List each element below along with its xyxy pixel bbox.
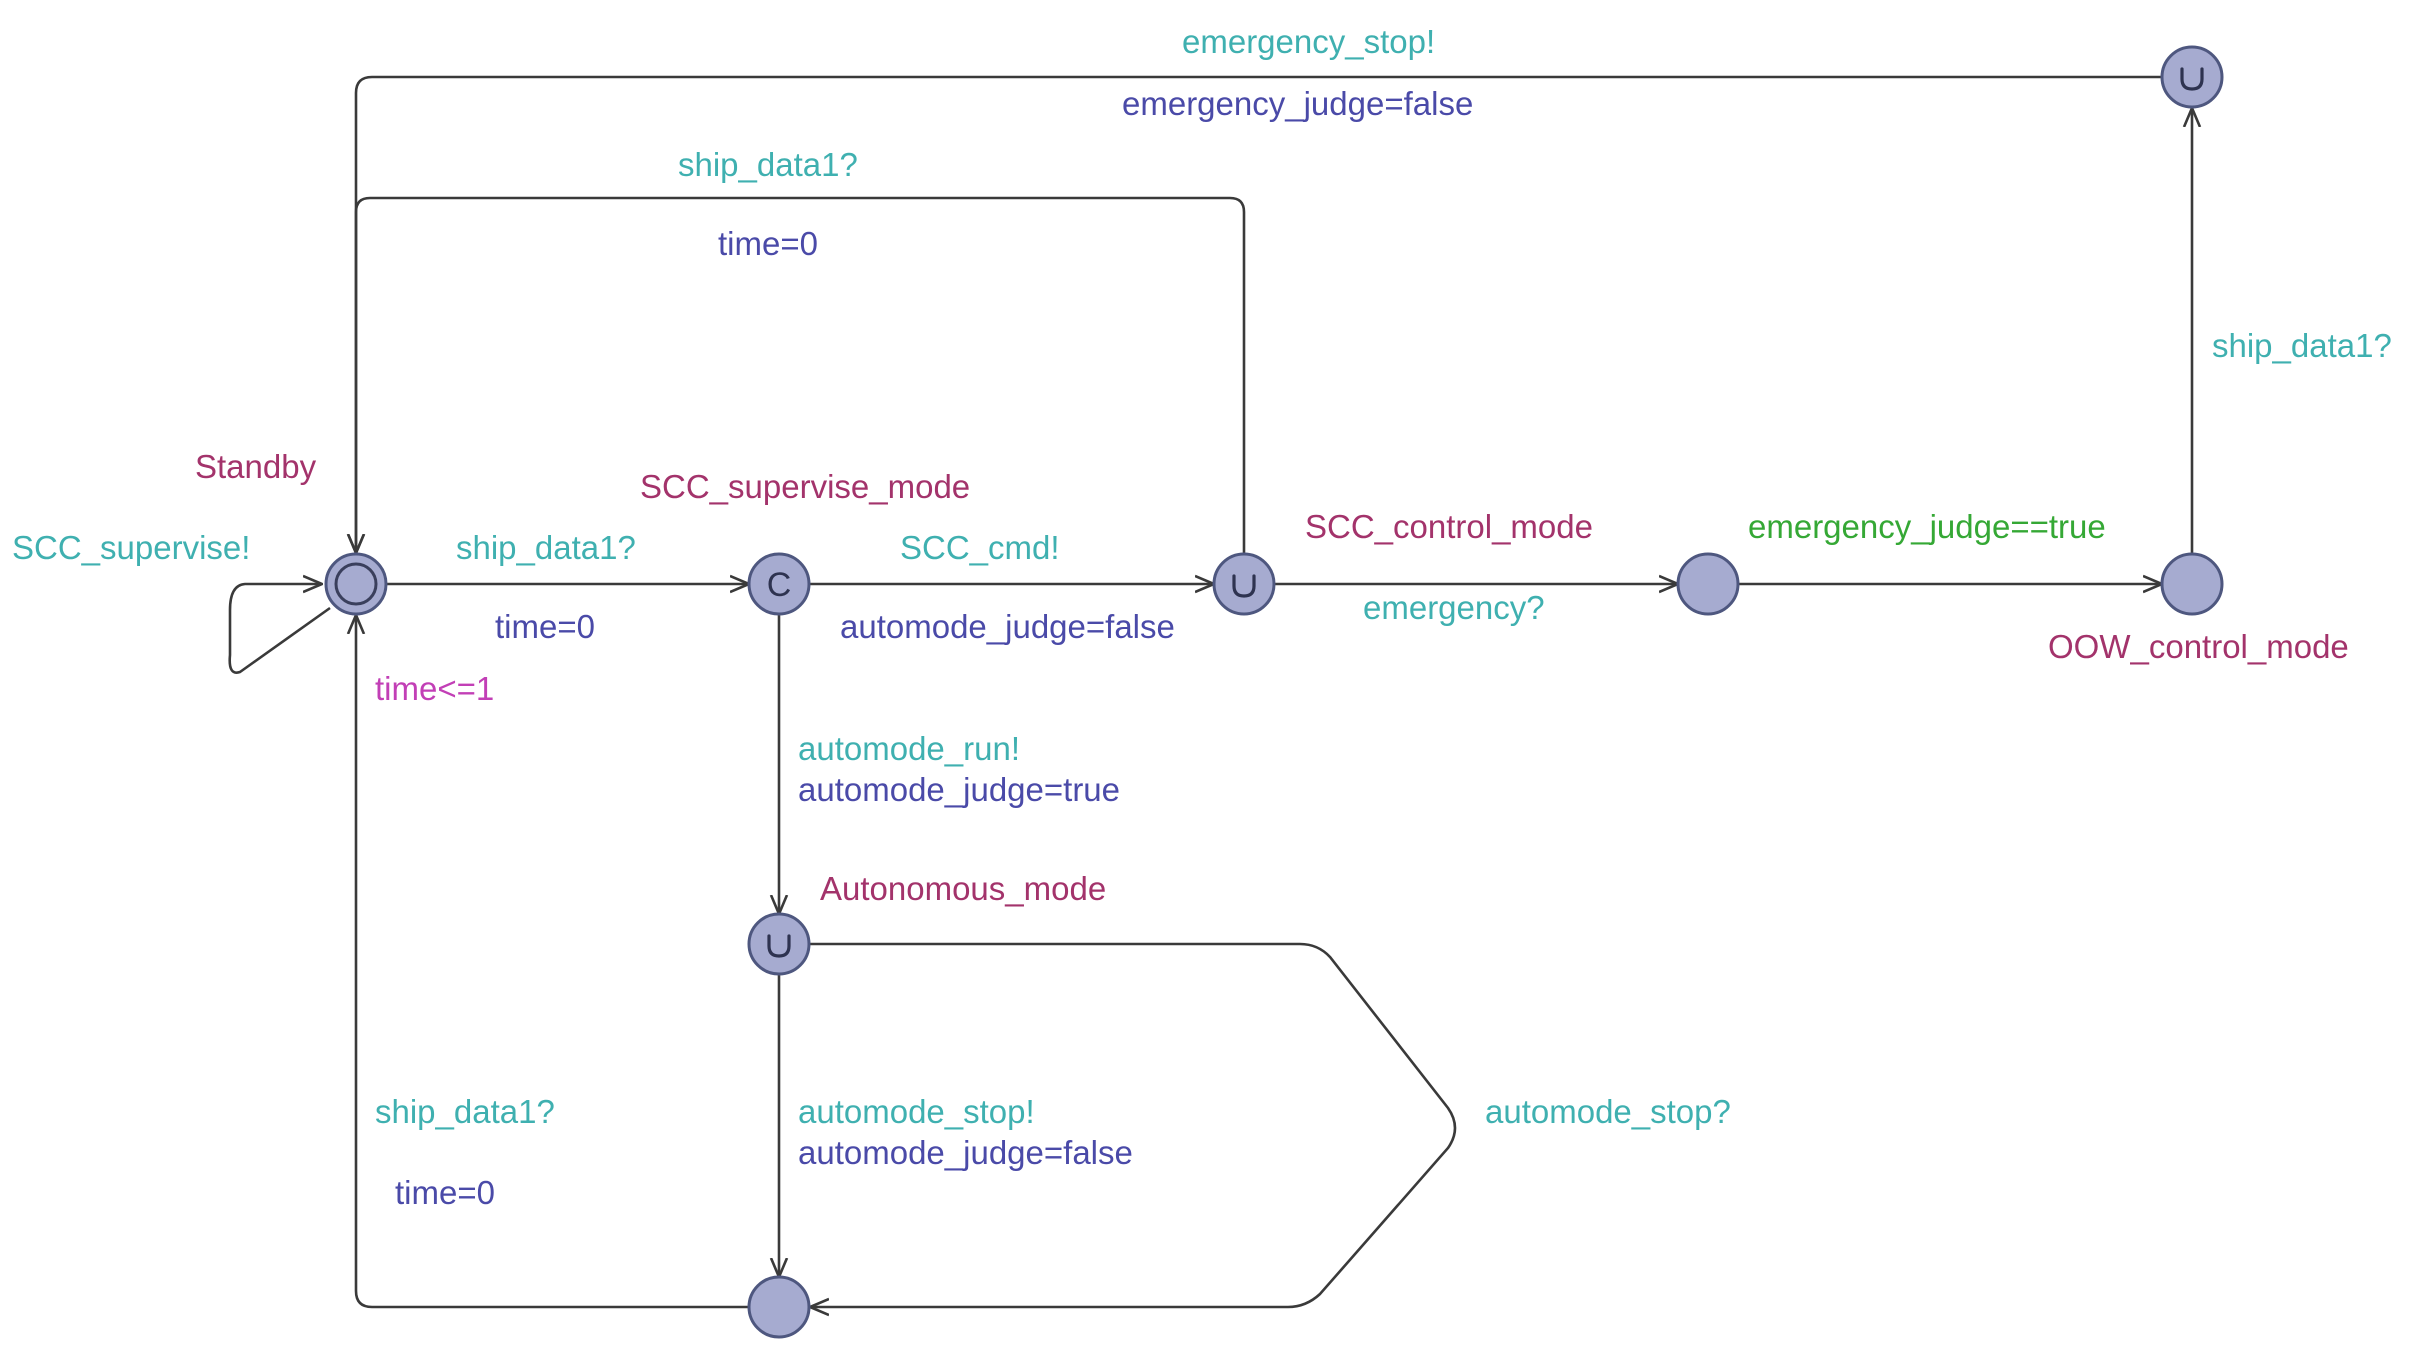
- urgent-marker: [767, 934, 791, 958]
- location-label-control: SCC_control_mode: [1305, 508, 1593, 545]
- location-circle: [2160, 45, 2224, 109]
- committed-marker: C: [767, 566, 792, 604]
- label-supervise-control-update: automode_judge=false: [840, 608, 1175, 645]
- location-circle: [747, 1275, 811, 1339]
- edge-top-to-standby: [356, 75, 2162, 553]
- invariant-standby: time<=1: [375, 670, 494, 707]
- location-circle: [1676, 552, 1740, 616]
- location-oow: [2160, 552, 2224, 616]
- location-circle: [747, 912, 811, 976]
- label-bottom-standby-update: time=0: [395, 1174, 495, 1211]
- label-wait-oow-guard: emergency_judge==true: [1748, 508, 2106, 545]
- label-auto-bottom-update: automode_judge=false: [798, 1134, 1133, 1171]
- labels: Standby SCC_supervise_mode SCC_control_m…: [12, 23, 2392, 1211]
- label-auto-bottom-sync: automode_stop!: [798, 1093, 1035, 1130]
- location-standby: [324, 552, 388, 616]
- location-label-standby: Standby: [195, 448, 317, 485]
- locations: C: [324, 45, 2224, 1339]
- initial-marker-ring: [334, 562, 378, 606]
- edge-standby-self-loop: [228, 584, 331, 674]
- location-label-supervise: SCC_supervise_mode: [640, 468, 970, 505]
- location-autonomous: [747, 912, 811, 976]
- location-label-autonomous: Autonomous_mode: [820, 870, 1106, 907]
- location-circle: [2160, 552, 2224, 616]
- location-circle: [747, 552, 811, 616]
- urgent-marker: [1232, 574, 1256, 598]
- label-supervise-auto-update: automode_judge=true: [798, 771, 1120, 808]
- label-auto-bottom-alt-sync: automode_stop?: [1485, 1093, 1731, 1130]
- label-top-standby-sync: emergency_stop!: [1182, 23, 1435, 60]
- location-emergency-wait: [1676, 552, 1740, 616]
- label-oow-top-sync: ship_data1?: [2212, 327, 2392, 364]
- label-bottom-standby-sync: ship_data1?: [375, 1093, 555, 1130]
- label-standby-supervise-update: time=0: [495, 608, 595, 645]
- edge-autonomous-to-bottom-around: [809, 942, 1457, 1307]
- location-control: [1212, 552, 1276, 616]
- edges: [228, 75, 2192, 1309]
- location-circle: [1212, 552, 1276, 616]
- location-supervise: C: [747, 552, 811, 616]
- label-top-standby-update: emergency_judge=false: [1122, 85, 1473, 122]
- label-control-standby-update: time=0: [718, 225, 818, 262]
- label-supervise-auto-sync: automode_run!: [798, 730, 1020, 767]
- location-top-right: [2160, 45, 2224, 109]
- label-standby-supervise-sync: ship_data1?: [456, 529, 636, 566]
- label-supervise-control-sync: SCC_cmd!: [900, 529, 1060, 566]
- edge-bottom-to-standby: [356, 615, 749, 1309]
- label-control-standby-sync: ship_data1?: [678, 146, 858, 183]
- urgent-marker: [2180, 67, 2204, 91]
- location-label-oow: OOW_control_mode: [2048, 628, 2349, 665]
- location-bottom: [747, 1275, 811, 1339]
- label-control-wait-sync: emergency?: [1363, 589, 1545, 626]
- label-self-loop-sync: SCC_supervise!: [12, 529, 250, 566]
